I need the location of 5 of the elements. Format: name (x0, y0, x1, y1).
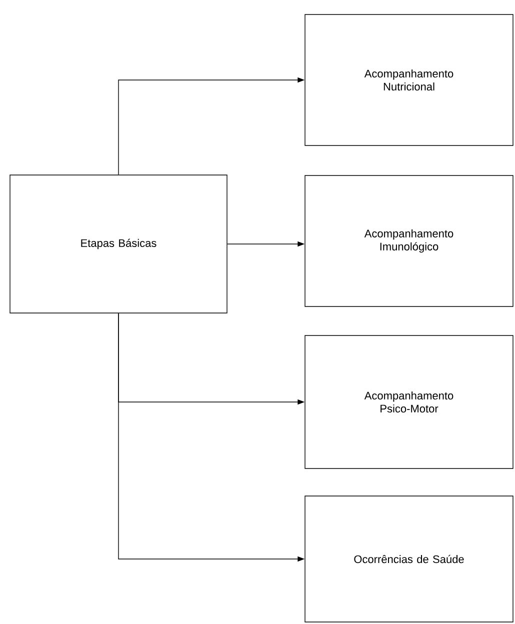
process-box: Acompanhamento Imunológico (304, 175, 514, 307)
process-box: Acompanhamento Nutricional (304, 14, 514, 146)
process-box: Acompanhamento Psico-Motor (304, 335, 514, 469)
process-box: Ocorrências de Saúde (304, 496, 514, 622)
process-box: Etapas Básicas (10, 174, 228, 314)
